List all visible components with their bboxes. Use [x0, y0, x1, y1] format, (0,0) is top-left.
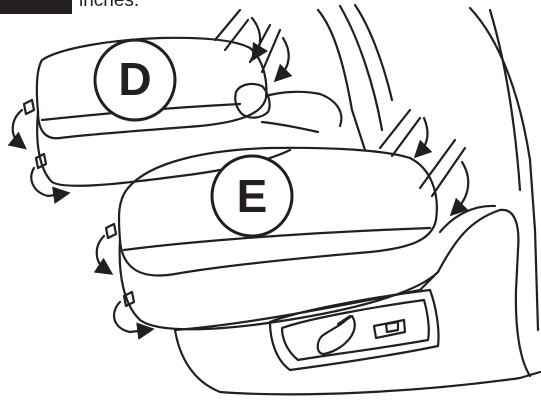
- knob: [124, 292, 134, 306]
- lower-rod-right: [420, 140, 465, 196]
- marker-e-label: E: [237, 170, 268, 222]
- knob: [106, 224, 116, 238]
- marker-d: D: [95, 40, 175, 120]
- knob: [24, 100, 34, 114]
- curved-arrow-icon: [31, 168, 62, 196]
- seat-switch-icon: [318, 316, 355, 354]
- marker-d-label: D: [118, 53, 151, 105]
- curved-arrow-icon: [420, 118, 427, 152]
- curved-arrow-icon: [280, 38, 289, 76]
- lower-rod-left: [380, 110, 420, 156]
- marker-e: E: [212, 156, 292, 236]
- upper-rod-right: [250, 25, 280, 72]
- curved-arrow-icon: [456, 162, 468, 210]
- hinge-arm: [262, 92, 341, 132]
- front-cushion-seam: [124, 228, 430, 250]
- curved-arrow-icon: [97, 236, 106, 270]
- slide-switch-icon: [374, 320, 405, 338]
- seat-back-seam: [490, 10, 520, 190]
- curved-arrow-icon: [13, 110, 22, 144]
- seat-housing: [175, 272, 540, 394]
- seat-side-trim: [438, 210, 530, 376]
